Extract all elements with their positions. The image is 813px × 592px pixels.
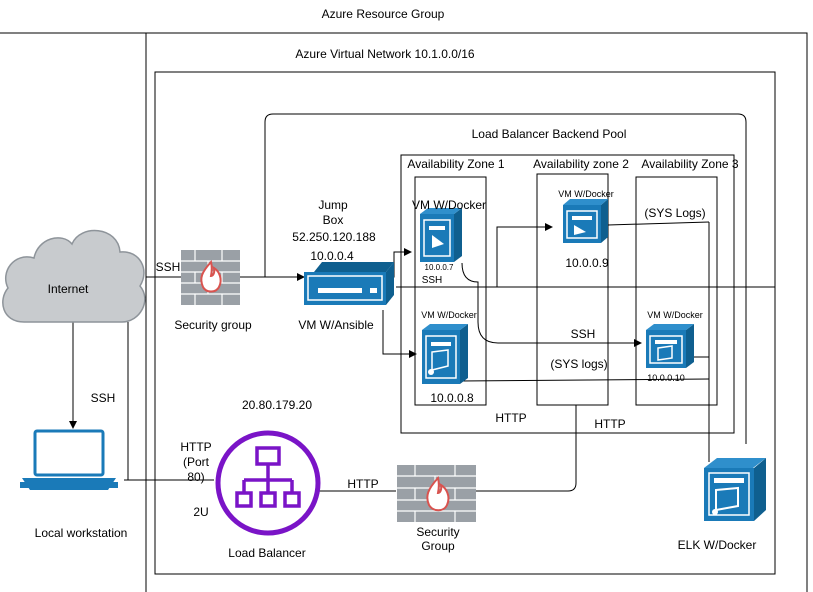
ssh-vm1-label: SSH xyxy=(421,275,443,286)
ssh-internet-workstation-label: SSH xyxy=(90,391,116,405)
vm2-label: VM W/Docker xyxy=(421,310,477,320)
zone2-label: Availability zone 2 xyxy=(533,157,629,171)
vm1-ip: 10.0.0.7 xyxy=(424,263,454,272)
security-group-bottom-line2: Group xyxy=(421,539,455,553)
http-pool-right-label: HTTP xyxy=(594,417,626,431)
vm4-server-icon[interactable] xyxy=(646,324,694,368)
vm4-ip: 10.0.0.10 xyxy=(647,373,685,383)
vm3-server-icon[interactable] xyxy=(563,199,608,243)
firewall-icon-bottom xyxy=(397,465,476,522)
firewall-icon xyxy=(181,250,240,305)
laptop-icon[interactable] xyxy=(20,429,118,490)
jump-box-server-icon[interactable] xyxy=(304,262,394,305)
zone3-box xyxy=(635,176,718,406)
availability-zones-container xyxy=(400,154,735,434)
zone1-box xyxy=(414,176,487,406)
lb-http-label: HTTP xyxy=(180,440,212,454)
backend-pool-container xyxy=(264,113,747,444)
lb-port-number: 80) xyxy=(187,470,205,484)
vm3-ip: 10.0.0.9 xyxy=(565,256,609,270)
security-group-label: Security group xyxy=(174,318,252,332)
vm2-server-icon[interactable] xyxy=(422,324,468,384)
vm1-server-icon[interactable] xyxy=(420,208,462,262)
load-balancer-public-ip: 20.80.179.20 xyxy=(241,398,313,412)
jump-box-public-ip: 52.250.120.188 xyxy=(292,230,376,244)
resource-group-label: Azure Resource Group xyxy=(321,7,445,21)
backend-pool-label: Load Balancer Backend Pool xyxy=(471,127,627,141)
internet-label: Internet xyxy=(47,282,89,296)
jump-box-title-line2: Box xyxy=(322,213,344,227)
load-balancer-icon[interactable] xyxy=(215,430,321,536)
http-pool-left-label: HTTP xyxy=(495,411,527,425)
vm1-label: VM W/Docker xyxy=(411,198,487,212)
vm3-label: VM W/Docker xyxy=(558,189,614,199)
lb-port-label: (Port xyxy=(182,455,210,469)
ssh-internet-jump-label: SSH xyxy=(155,260,181,274)
zone3-label: Availability Zone 3 xyxy=(641,157,739,171)
sys-logs-lower-label: (SYS logs) xyxy=(550,357,608,371)
jump-box-label: VM W/Ansible xyxy=(298,318,374,332)
elk-label: ELK W/Docker xyxy=(677,538,757,552)
vm2-ip: 10.0.0.8 xyxy=(430,391,474,405)
virtual-network-label: Azure Virtual Network 10.1.0.0/16 xyxy=(295,47,475,61)
resource-group-container xyxy=(0,32,808,592)
virtual-network-container xyxy=(154,71,776,575)
security-group-bottom-line1: Security xyxy=(416,525,460,539)
sys-logs-upper-label: (SYS Logs) xyxy=(644,206,706,220)
elk-server-icon[interactable] xyxy=(704,458,766,521)
workstation-label: Local workstation xyxy=(34,526,128,540)
lb-note-label: 2U xyxy=(193,505,209,519)
internet-cloud[interactable] xyxy=(2,229,146,323)
zone1-label: Availability Zone 1 xyxy=(407,157,505,171)
jump-box-private-ip: 10.0.0.4 xyxy=(310,249,354,263)
zone2-box xyxy=(536,173,609,406)
vm4-label: VM W/Docker xyxy=(647,310,703,320)
jump-box-title-line1: Jump xyxy=(318,198,348,212)
ssh-middle-label: SSH xyxy=(570,327,596,341)
load-balancer-label: Load Balancer xyxy=(228,546,306,560)
http-lb-sg-label: HTTP xyxy=(347,477,379,491)
